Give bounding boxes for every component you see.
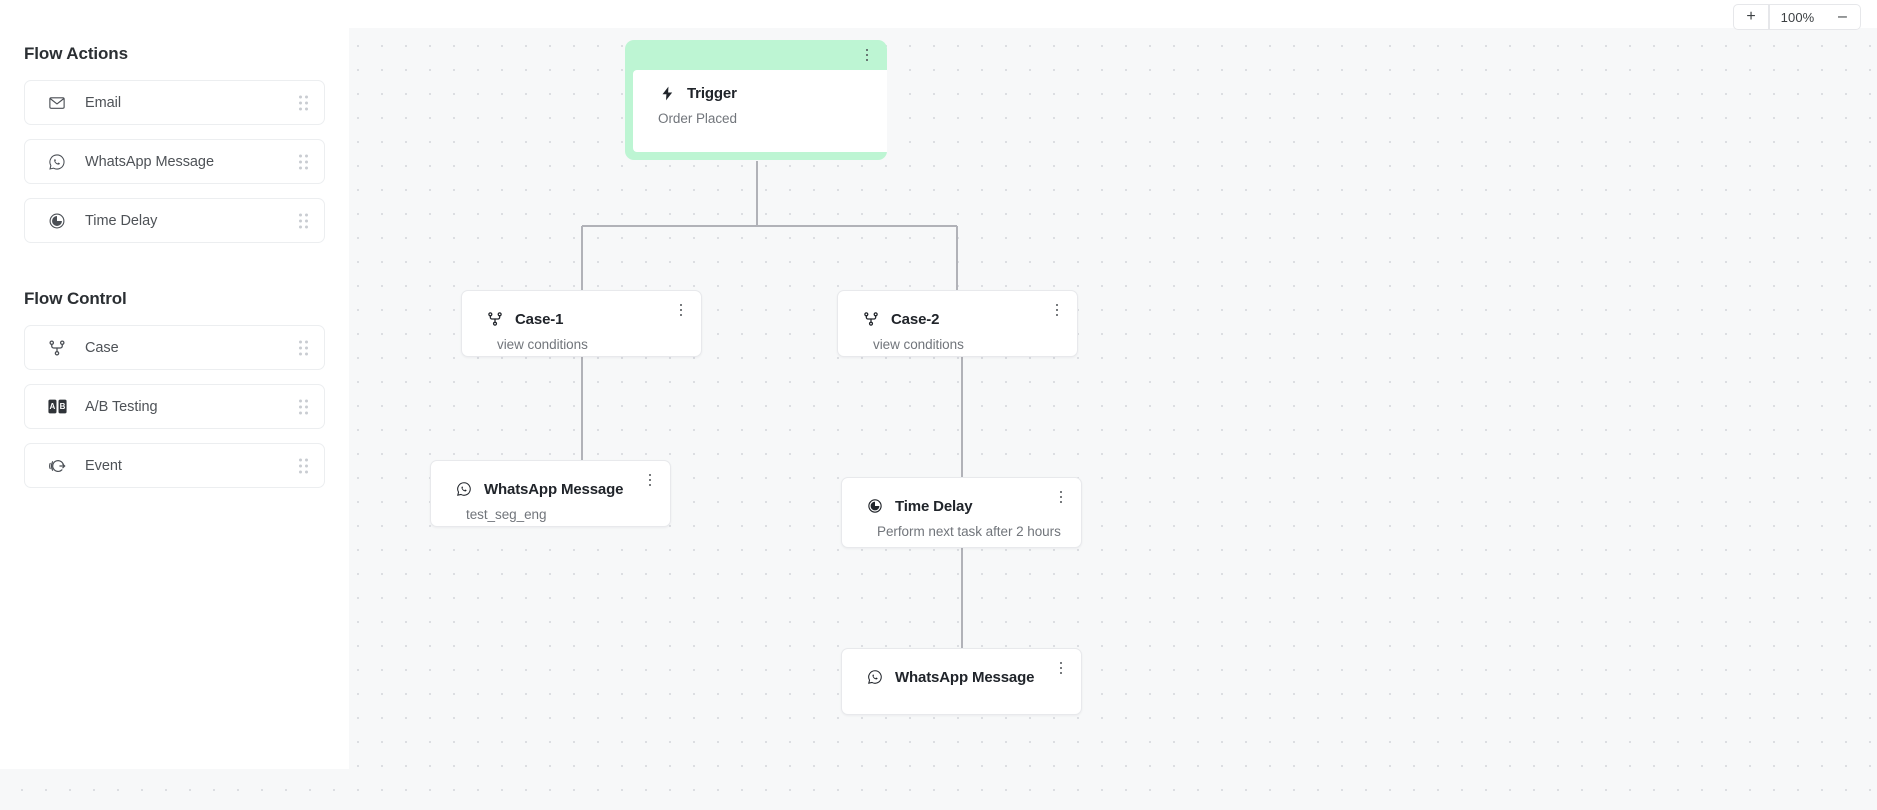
dot — [865, 53, 869, 57]
zoom-control: + 100% – — [1733, 4, 1861, 30]
palette-item-time-delay[interactable]: Time Delay — [24, 198, 325, 243]
zoom-in-button[interactable]: + — [1733, 4, 1769, 30]
palette-item-ab-testing[interactable]: A B A/B Testing — [24, 384, 325, 429]
drag-handle[interactable] — [299, 95, 308, 110]
node-header: Case-2 — [838, 291, 1077, 328]
node-subtitle: Order Placed — [658, 111, 737, 126]
dot — [1059, 495, 1063, 499]
palette-item-label: WhatsApp Message — [85, 153, 214, 170]
dot — [1059, 671, 1063, 675]
dot — [1059, 661, 1063, 665]
clock-icon — [866, 497, 884, 515]
whatsapp-icon — [455, 480, 473, 498]
sidebar: Flow Actions Email WhatsApp Message — [0, 0, 349, 769]
dot — [1059, 490, 1063, 494]
drag-handle[interactable] — [299, 340, 308, 355]
node-case-1[interactable]: Case-1 view conditions — [461, 290, 702, 357]
dot — [679, 313, 683, 317]
dot — [648, 483, 652, 487]
palette-item-label: A/B Testing — [85, 398, 158, 415]
svg-text:A: A — [49, 402, 55, 411]
dot — [1055, 313, 1059, 317]
node-whatsapp-message-2[interactable]: WhatsApp Message — [841, 648, 1082, 715]
node-subtitle: test_seg_eng — [466, 507, 547, 522]
ab-testing-icon: A B — [47, 397, 67, 417]
node-trigger[interactable]: Trigger Order Placed — [625, 40, 887, 160]
node-menu-icon[interactable] — [642, 471, 658, 489]
palette-item-email[interactable]: Email — [24, 80, 325, 125]
dot — [1055, 303, 1059, 307]
palette-item-whatsapp-message[interactable]: WhatsApp Message — [24, 139, 325, 184]
node-case-2[interactable]: Case-2 view conditions — [837, 290, 1078, 357]
dot — [648, 473, 652, 477]
dot — [865, 48, 869, 52]
palette-item-event[interactable]: Event — [24, 443, 325, 488]
node-title: Trigger — [687, 84, 737, 102]
branch-icon — [47, 338, 67, 358]
node-menu-icon[interactable] — [1053, 659, 1069, 677]
dot — [865, 58, 869, 62]
palette-item-case[interactable]: Case — [24, 325, 325, 370]
dot — [648, 478, 652, 482]
dot — [1055, 308, 1059, 312]
section-title-flow-actions: Flow Actions — [24, 44, 128, 63]
node-title: Case-1 — [515, 310, 564, 328]
node-header: Time Delay — [842, 478, 1081, 515]
dot — [679, 308, 683, 312]
zoom-level-display[interactable]: 100% — [1769, 4, 1825, 30]
node-title: Case-2 — [891, 310, 940, 328]
node-menu-icon[interactable] — [1049, 301, 1065, 319]
clock-icon — [47, 211, 67, 231]
svg-text:B: B — [59, 402, 65, 411]
node-subtitle: Perform next task after 2 hours — [877, 524, 1061, 539]
node-menu-icon[interactable] — [859, 46, 875, 64]
node-header: Case-1 — [462, 291, 701, 328]
envelope-icon — [47, 93, 67, 113]
node-time-delay[interactable]: Time Delay Perform next task after 2 hou… — [841, 477, 1082, 548]
event-icon — [47, 456, 67, 476]
dot — [1059, 500, 1063, 504]
dot — [1059, 666, 1063, 670]
whatsapp-icon — [47, 152, 67, 172]
section-title-flow-control: Flow Control — [24, 289, 127, 308]
node-whatsapp-message-1[interactable]: WhatsApp Message test_seg_eng — [430, 460, 671, 527]
palette-item-label: Event — [85, 457, 122, 474]
whatsapp-icon — [866, 668, 884, 686]
node-header: WhatsApp Message — [431, 461, 670, 498]
dot — [679, 303, 683, 307]
branch-icon — [862, 310, 880, 328]
node-menu-icon[interactable] — [673, 301, 689, 319]
node-title: WhatsApp Message — [895, 668, 1035, 686]
node-menu-icon[interactable] — [1053, 488, 1069, 506]
node-trigger-card: Trigger Order Placed — [633, 70, 887, 152]
branch-icon — [486, 310, 504, 328]
node-title: WhatsApp Message — [484, 480, 624, 498]
node-title: Time Delay — [895, 497, 973, 515]
node-header: WhatsApp Message — [842, 649, 1081, 686]
drag-handle[interactable] — [299, 399, 308, 414]
palette-item-label: Time Delay — [85, 212, 158, 229]
drag-handle[interactable] — [299, 213, 308, 228]
node-subtitle: view conditions — [873, 337, 964, 352]
palette-item-label: Case — [85, 339, 119, 356]
node-header: Trigger — [633, 70, 887, 102]
bolt-icon — [658, 84, 676, 102]
zoom-out-button[interactable]: – — [1825, 4, 1861, 30]
node-subtitle: view conditions — [497, 337, 588, 352]
drag-handle[interactable] — [299, 458, 308, 473]
drag-handle[interactable] — [299, 154, 308, 169]
palette-item-label: Email — [85, 94, 122, 111]
